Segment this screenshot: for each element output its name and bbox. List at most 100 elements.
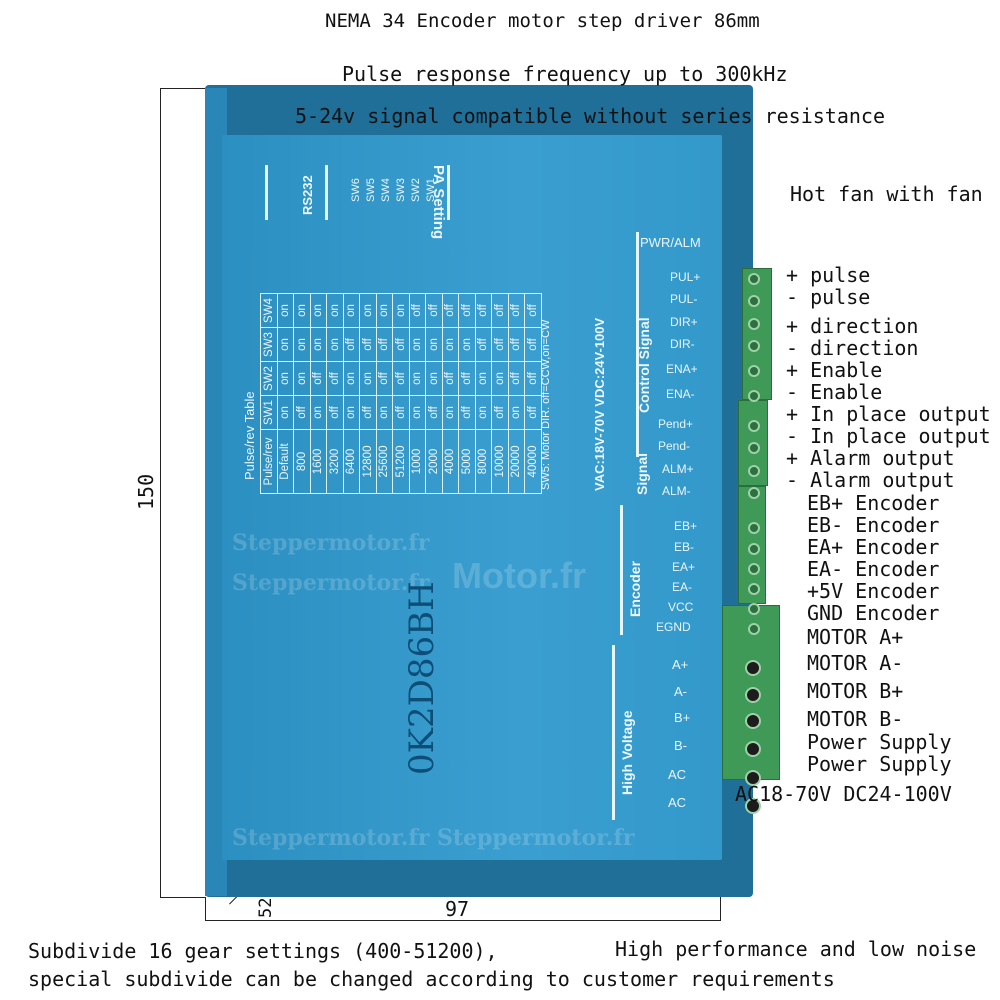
table-cell: on — [376, 395, 393, 430]
table-cell: off — [376, 361, 393, 396]
depth-dimension: 52 — [256, 897, 276, 918]
terminal-screw-icon — [748, 295, 760, 307]
table-cell: 1600 — [310, 429, 327, 494]
table-cell: Default — [277, 429, 294, 494]
model-number: 0K2D86BH — [402, 581, 442, 775]
table-cell: off — [524, 327, 541, 362]
table-cell: off — [491, 395, 508, 430]
table-cell: 40000 — [524, 429, 541, 494]
pin-description: Power Supply — [807, 730, 952, 754]
performance-caption: High performance and low noise — [615, 937, 977, 961]
terminal-screw-icon — [748, 420, 760, 432]
terminal-screw-icon — [748, 522, 760, 534]
table-cell: off — [359, 327, 376, 362]
table-cell: off — [359, 395, 376, 430]
terminal-screw-icon — [748, 465, 760, 477]
terminal-screw-icon — [748, 487, 760, 499]
group-signal: Signal — [634, 452, 650, 495]
terminal-label: Pend+ — [658, 417, 694, 431]
table-cell: 51200 — [392, 429, 409, 494]
pin-description: - pulse — [786, 285, 871, 309]
table-cell: on — [425, 361, 442, 396]
terminal-screw-icon — [745, 687, 761, 703]
table-cell: off — [508, 327, 525, 362]
table-header-cell: SW4 — [260, 293, 277, 328]
rs232-label: RS232 — [300, 175, 315, 215]
table-cell: off — [425, 293, 442, 328]
table-cell: on — [310, 327, 327, 362]
watermark: Motor.fr — [452, 555, 586, 596]
height-dimension: 150 — [134, 473, 158, 510]
table-cell: on — [409, 361, 426, 396]
terminal-screw-icon — [748, 583, 760, 595]
terminal-screw-icon — [748, 563, 760, 575]
table-cell: off — [442, 293, 459, 328]
table-cell: off — [343, 327, 360, 362]
terminal-screw-icon — [745, 798, 761, 814]
table-cell: off — [442, 361, 459, 396]
terminal-screw-icon — [745, 741, 761, 757]
table-cell: on — [508, 395, 525, 430]
table-cell: off — [458, 395, 475, 430]
table-cell: 10000 — [491, 429, 508, 494]
table-cell: on — [475, 395, 492, 430]
pulse-table-title: Pulse/rev Table — [242, 391, 257, 480]
dimension-tick — [160, 88, 205, 89]
subdivide-caption: Subdivide 16 gear settings (400-51200), — [28, 939, 498, 963]
terminal-label: EGND — [656, 620, 691, 634]
pin-description: MOTOR A- — [807, 651, 904, 675]
watermark: Steppermotor.fr — [437, 825, 635, 851]
width-dimension: 97 — [445, 897, 470, 921]
terminal-screw-icon — [748, 365, 760, 377]
pin-description: Power Supply — [807, 752, 952, 776]
pwr-alm-label: PWR/ALM — [640, 235, 701, 250]
table-cell: off — [326, 361, 343, 396]
table-cell: 1000 — [409, 429, 426, 494]
table-cell: on — [277, 327, 294, 362]
pin-description: MOTOR B+ — [807, 679, 904, 703]
terminal-label: PUL+ — [670, 270, 701, 284]
terminal-screw-icon — [745, 770, 761, 786]
table-cell: on — [343, 293, 360, 328]
terminal-screw-icon — [748, 442, 760, 454]
group-encoder: Encoder — [627, 560, 643, 617]
watermark: Steppermotor.fr — [232, 530, 430, 556]
terminal-screw-icon — [748, 340, 760, 352]
frequency-caption: Pulse response frequency up to 300kHz — [342, 62, 788, 86]
terminal-label: Pend- — [658, 439, 691, 453]
table-cell: off — [293, 395, 310, 430]
subdivide-caption-2: special subdivide can be changed accordi… — [28, 967, 835, 991]
table-cell: on — [392, 293, 409, 328]
terminal-label: ALM- — [662, 484, 691, 498]
table-cell: off — [524, 293, 541, 328]
table-cell: on — [293, 293, 310, 328]
table-cell: off — [376, 327, 393, 362]
table-cell: on — [442, 395, 459, 430]
pin-description: +5V Encoder — [807, 579, 940, 603]
table-cell: 4000 — [442, 429, 459, 494]
table-cell: on — [359, 361, 376, 396]
pin-description: + pulse — [786, 263, 871, 287]
table-cell: off — [508, 361, 525, 396]
table-cell: off — [491, 327, 508, 362]
table-cell: on — [491, 361, 508, 396]
pin-description: EA+ Encoder — [807, 535, 940, 559]
signal-caption: 5-24v signal compatible without series r… — [295, 104, 886, 128]
table-cell: off — [425, 395, 442, 430]
terminal-screw-icon — [748, 318, 760, 330]
fan-caption: Hot fan with fan — [790, 182, 983, 206]
group-high-voltage: High Voltage — [619, 710, 635, 795]
